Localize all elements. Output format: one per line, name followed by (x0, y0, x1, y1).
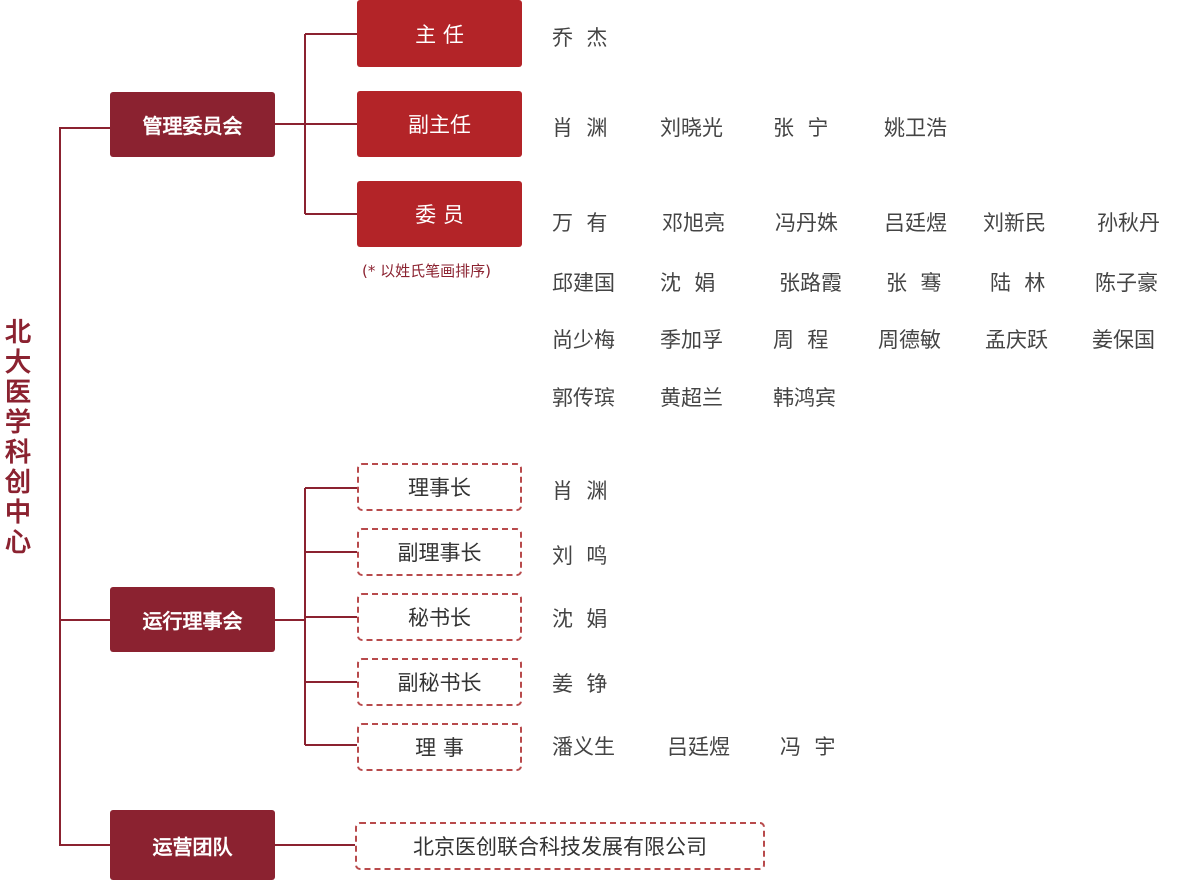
person-name: 冯 宇 (780, 735, 836, 759)
person-name: 韩鸿宾 (773, 386, 836, 410)
person-name: 潘义生 (552, 735, 615, 759)
person-name: 张路霞 (779, 271, 842, 295)
org-title: 北 大 医 学 科 创 中 心 (4, 318, 31, 558)
person-name: 刘 鸣 (552, 544, 608, 568)
person-name: 张 宁 (773, 116, 829, 140)
role-deputy-secretary-general: 副秘书长 (357, 658, 522, 706)
person-name: 刘新民 (983, 211, 1046, 235)
person-name: 邓旭亮 (662, 211, 725, 235)
role-chairman: 理事长 (357, 463, 522, 511)
person-name: 沈 娟 (660, 271, 716, 295)
operations-team-box: 运营团队 (110, 810, 275, 880)
person-name: 尚少梅 (552, 328, 615, 352)
person-name: 吕廷煜 (884, 211, 947, 235)
role-director: 主 任 (357, 0, 522, 67)
person-name: 周 程 (773, 328, 829, 352)
ops-company-box: 北京医创联合科技发展有限公司 (355, 822, 765, 870)
operations-council-box: 运行理事会 (110, 587, 275, 652)
person-name: 万 有 (552, 211, 608, 235)
person-name: 孙秋丹 (1097, 211, 1160, 235)
person-name: 刘晓光 (660, 116, 723, 140)
person-name: 邱建国 (552, 271, 615, 295)
person-name: 陆 林 (990, 271, 1046, 295)
person-name: 张 骞 (886, 271, 942, 295)
person-name: 冯丹姝 (775, 211, 838, 235)
person-name: 季加孚 (660, 328, 723, 352)
person-name: 孟庆跃 (985, 328, 1048, 352)
role-members: 委 员 (357, 181, 522, 247)
management-committee-box: 管理委员会 (110, 92, 275, 157)
person-name: 姜 铮 (552, 672, 608, 696)
person-name: 沈 娟 (552, 607, 608, 631)
person-name: 吕廷煜 (667, 735, 730, 759)
person-name: 陈子豪 (1095, 271, 1158, 295)
person-name: 郭传瑸 (552, 386, 615, 410)
role-deputy-director: 副主任 (357, 91, 522, 157)
person-name: 姚卫浩 (884, 116, 947, 140)
members-sort-note: (* 以姓氏笔画排序) (362, 262, 491, 280)
role-directors: 理 事 (357, 723, 522, 771)
person-name: 周德敏 (878, 328, 941, 352)
role-vice-chairman: 副理事长 (357, 528, 522, 576)
person-name: 姜保国 (1092, 328, 1155, 352)
person-name: 黄超兰 (660, 386, 723, 410)
person-name: 乔 杰 (552, 26, 608, 50)
role-secretary-general: 秘书长 (357, 593, 522, 641)
person-name: 肖 渊 (552, 116, 608, 140)
person-name: 肖 渊 (552, 479, 608, 503)
